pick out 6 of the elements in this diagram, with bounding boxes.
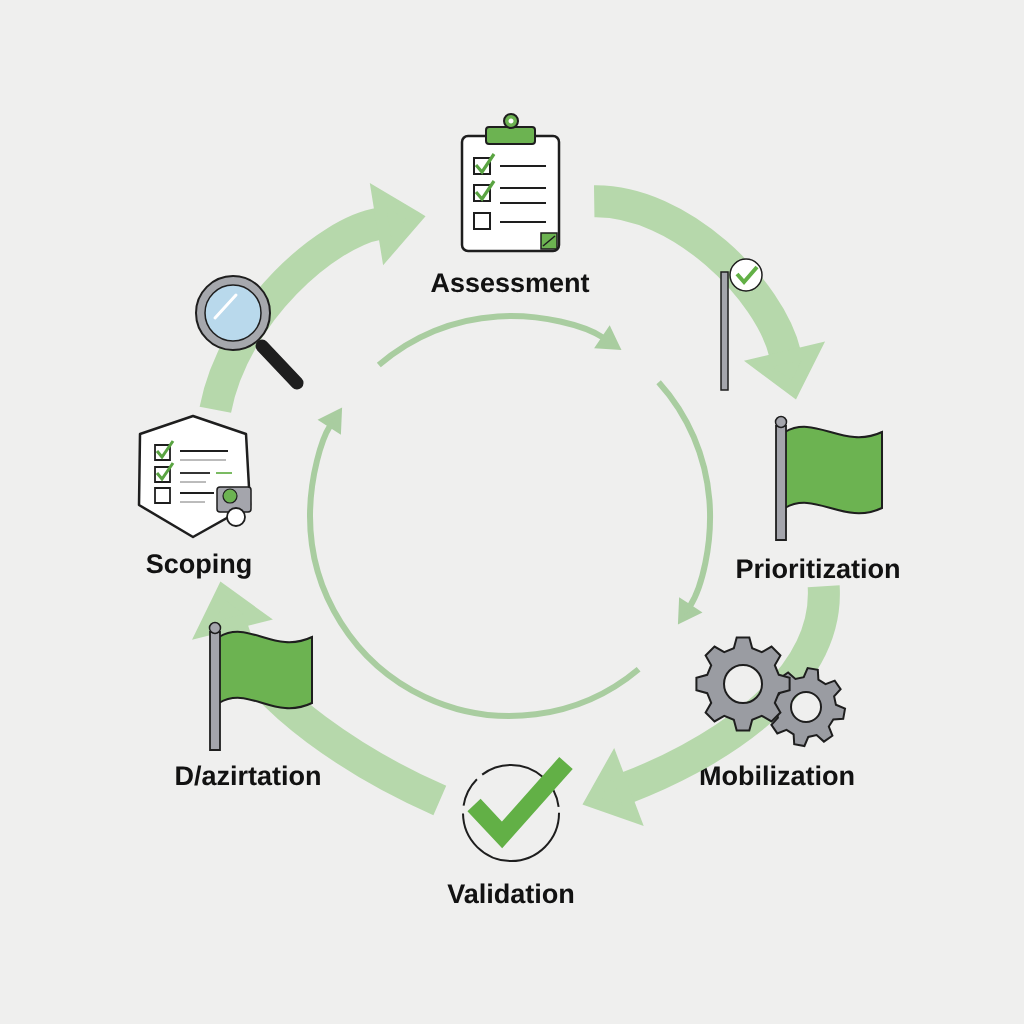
stage-label: Validation [447, 883, 574, 904]
stage-label: Mobilization [700, 765, 854, 786]
stage-label: D/azirtation [176, 765, 320, 786]
stage-label: Scoping [146, 553, 251, 579]
stage-label: Prioritization [737, 558, 899, 579]
stage-label: Assessment [431, 273, 590, 293]
